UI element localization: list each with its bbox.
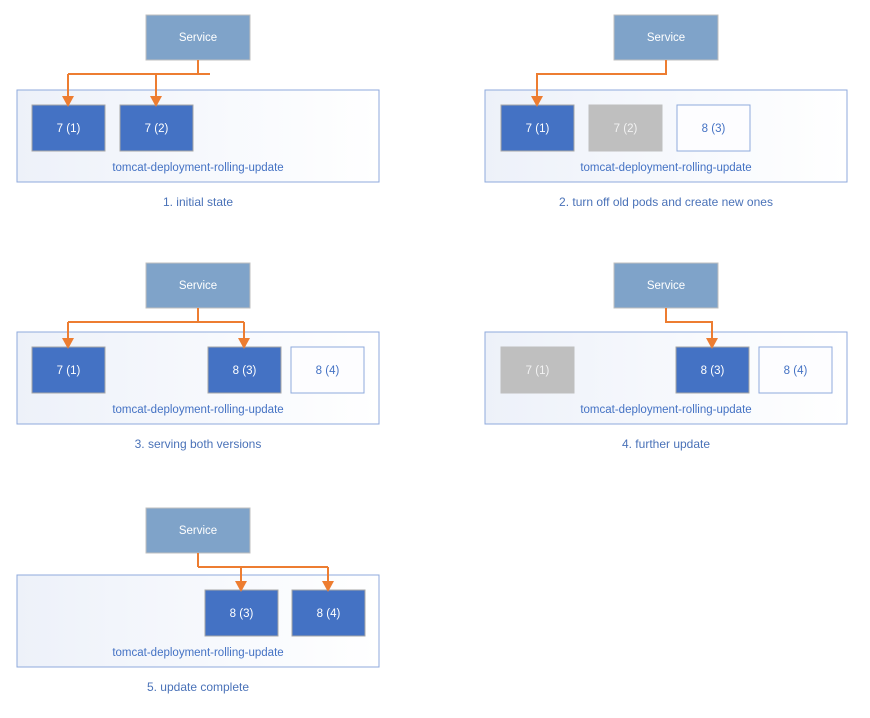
pod-box-pending[interactable] (290, 346, 365, 394)
pod-label: 8 (3) (702, 123, 726, 135)
pod-box-pending[interactable] (676, 104, 751, 152)
service-to-pods-connector (197, 553, 334, 592)
deployment-label: tomcat-deployment-rolling-update (580, 162, 751, 174)
pod-label: 8 (3) (701, 365, 725, 377)
service-box[interactable] (145, 507, 251, 554)
deployment-label: tomcat-deployment-rolling-update (580, 404, 751, 416)
deployment-label: tomcat-deployment-rolling-update (112, 162, 283, 174)
arrowhead-icon (238, 338, 250, 349)
panel-5: 8 (3) 8 (4) tomcat-deployment-rolling-up… (16, 507, 380, 694)
service-label: Service (647, 280, 685, 292)
pod-label: 7 (1) (526, 365, 550, 377)
panel-4: 7 (1) 8 (3) 8 (4) tomcat-deployment-roll… (484, 262, 848, 451)
service-label: Service (647, 32, 685, 44)
panel-1: 7 (1) 7 (2) tomcat-deployment-rolling-up… (16, 14, 380, 209)
panel-caption: 5. update complete (147, 680, 249, 694)
service-to-pods-connector (665, 308, 718, 349)
service-box[interactable] (145, 262, 251, 309)
pod-label: 8 (4) (317, 608, 341, 620)
arrowhead-icon (235, 581, 247, 592)
panel-caption: 1. initial state (163, 195, 233, 209)
panel-caption: 3. serving both versions (135, 437, 262, 451)
arrowhead-icon (531, 96, 543, 107)
panel-caption: 2. turn off old pods and create new ones (559, 195, 773, 209)
service-box[interactable] (613, 262, 719, 309)
arrowhead-icon (150, 96, 162, 107)
pod-label: 7 (1) (57, 123, 81, 135)
pod-box-pending[interactable] (758, 346, 833, 394)
service-to-pods-connector (62, 60, 210, 107)
pod-label: 7 (2) (145, 123, 169, 135)
service-label: Service (179, 32, 217, 44)
arrowhead-icon (62, 338, 74, 349)
pod-box-active[interactable] (31, 104, 106, 152)
arrowhead-icon (706, 338, 718, 349)
service-label: Service (179, 525, 217, 537)
pod-box-active[interactable] (204, 589, 279, 637)
service-label: Service (179, 280, 217, 292)
pod-label: 8 (4) (316, 365, 340, 377)
arrowhead-icon (322, 581, 334, 592)
pod-box-active[interactable] (31, 346, 106, 394)
panel-2: 7 (1) 7 (2) 8 (3) tomcat-deployment-roll… (484, 14, 848, 209)
pod-label: 7 (2) (614, 123, 638, 135)
arrowhead-icon (62, 96, 74, 107)
pod-box-active[interactable] (675, 346, 750, 394)
pod-box-active[interactable] (500, 104, 575, 152)
pod-label: 8 (3) (230, 608, 254, 620)
pod-label: 8 (4) (784, 365, 808, 377)
pod-label: 7 (1) (57, 365, 81, 377)
pod-label: 7 (1) (526, 123, 550, 135)
pod-label: 8 (3) (233, 365, 257, 377)
deployment-label: tomcat-deployment-rolling-update (112, 404, 283, 416)
panel-3: 7 (1) 8 (3) 8 (4) tomcat-deployment-roll… (16, 262, 380, 451)
pod-box-terminating[interactable] (500, 346, 575, 394)
deployment-label: tomcat-deployment-rolling-update (112, 647, 283, 659)
service-to-pods-connector (531, 60, 667, 107)
pod-box-active[interactable] (207, 346, 282, 394)
panel-caption: 4. further update (622, 437, 710, 451)
service-box[interactable] (145, 14, 251, 61)
service-to-pods-connector (62, 308, 250, 349)
pod-box-terminating[interactable] (588, 104, 663, 152)
